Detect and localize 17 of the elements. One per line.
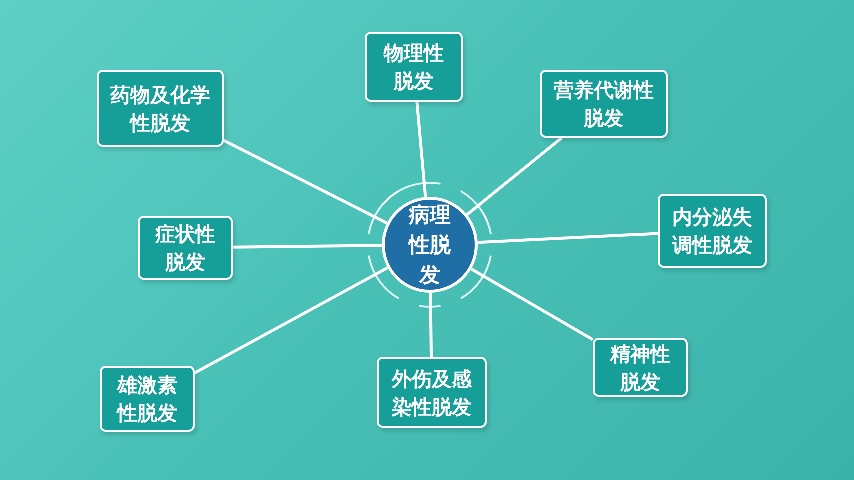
connector-line <box>194 266 389 374</box>
connector-line <box>223 139 388 225</box>
category-box: 物理性脱发 <box>365 32 463 102</box>
category-box: 外伤及感染性脱发 <box>377 357 487 428</box>
category-box: 营养代谢性脱发 <box>540 70 668 138</box>
connector-line <box>478 232 658 244</box>
center-circle: 病理性脱发 <box>382 197 478 293</box>
connector-line <box>416 102 428 198</box>
category-box: 雄激素性脱发 <box>100 366 195 432</box>
connector-line <box>429 292 434 358</box>
connector-line <box>232 244 382 249</box>
category-box: 内分泌失调性脱发 <box>658 194 767 268</box>
connector-line <box>470 268 594 342</box>
category-box: 症状性脱发 <box>138 216 233 280</box>
connector-line <box>466 136 563 216</box>
category-box: 药物及化学性脱发 <box>97 70 224 147</box>
category-box: 精神性脱发 <box>593 338 688 397</box>
